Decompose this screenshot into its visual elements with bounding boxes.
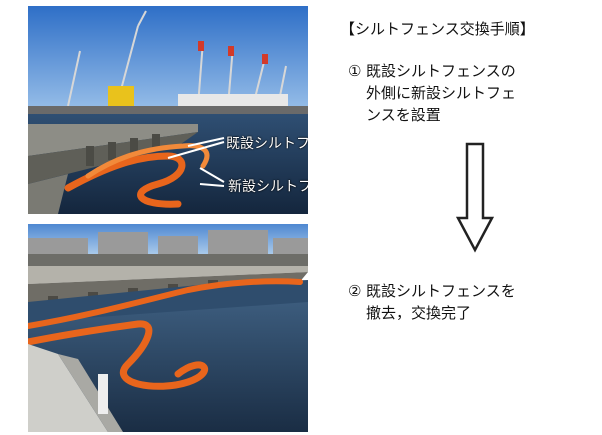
step-1-line-2: 外側に新設シルトフェ bbox=[366, 84, 517, 102]
photo-replacement-complete-image bbox=[28, 224, 308, 432]
step-1-line-3: ンスを設置 bbox=[366, 106, 441, 124]
photo-install-fence-image bbox=[28, 6, 308, 214]
down-arrow-icon bbox=[455, 142, 495, 253]
step-2-number: ② bbox=[348, 282, 362, 300]
callout-existing-fence: 既設シルトフェンス bbox=[226, 136, 308, 152]
step-2-line-1: 既設シルトフェンスを bbox=[366, 282, 516, 300]
procedure-heading: 【シルトフェンス交換手順】 bbox=[340, 20, 535, 38]
step-2-line-2: 撤去，交換完了 bbox=[366, 304, 472, 322]
step-1-line-1: 既設シルトフェンスの bbox=[366, 62, 516, 80]
step-1-number: ① bbox=[348, 62, 362, 80]
photo-replacement-complete bbox=[28, 224, 308, 432]
